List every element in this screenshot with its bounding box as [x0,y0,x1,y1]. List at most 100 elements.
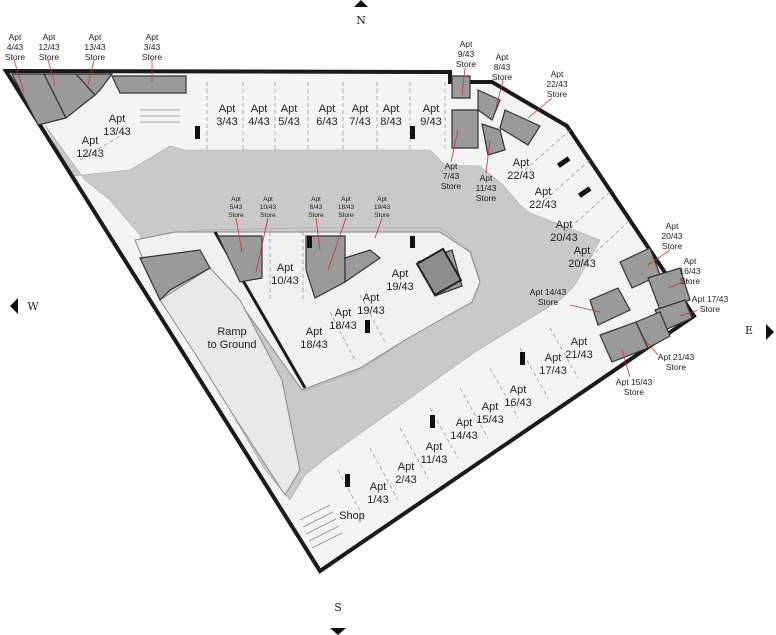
store-mid-0-line: Store [441,181,462,191]
store-east-2-line: Store [700,304,721,314]
apt-top-5-line: Apt [383,103,400,115]
store-ne-2-line: Store [547,89,568,99]
compass-north: N [356,14,366,27]
columns [195,126,592,487]
store-top-2-line: 13/43 [84,42,106,52]
store-ne-0-line: 9/43 [458,49,475,59]
apt-south-3-line: Apt [482,401,499,413]
store-ne-0-line: Apt [460,39,473,49]
store-top-1-line: Store [39,52,60,62]
apt-south-3-line: 15/43 [476,414,504,426]
apt-ne-3-line: Apt [574,245,591,257]
compass-east: E [745,324,753,337]
store-island-0-line: Apt [231,196,241,203]
store-apt-3 [111,75,187,94]
store-east-3-line: Store [538,297,559,307]
compass-west: W [27,300,39,313]
apt-top-1-line: 4/43 [248,116,269,128]
store-apt-9 [451,75,471,99]
apt-south-1-line: 17/43 [539,365,567,377]
apt-south-4-line: 14/43 [450,430,478,442]
store-mid-0-line: Apt [445,161,458,171]
apt-island-2-line: Apt [363,292,380,304]
apt-top-6-line: 9/43 [420,116,441,128]
apt-ne-3-line: 20/43 [568,258,596,270]
store-top-3-line: Apt [146,32,159,42]
store-mid-1-line: Store [476,193,497,203]
store-apt-18 [344,249,382,284]
ramp-label-line: to Ground [208,339,257,351]
store-top-3-line: 3/43 [144,42,161,52]
store-mid-0-line: 7/43 [443,171,460,181]
building-outline [2,68,697,574]
leader-lines [13,59,699,378]
store-apt-22 [499,109,541,146]
store-top-1-line: Apt [43,32,56,42]
store-east-0-line: 20/43 [661,231,683,241]
apt-nw-1-line: 12/43 [76,148,104,160]
apt-top-3-line: Apt [319,103,336,115]
store-top-2-line: Store [85,52,106,62]
store-apt-6 [305,235,346,299]
south-arrow-icon [330,628,346,635]
store-island-1-line: Apt [263,196,273,203]
apt-top-0-line: 3/43 [216,116,237,128]
north-arrow-icon [354,0,368,7]
apt-nw-1-line: Apt [82,135,99,147]
apt-south-7-line: 1/43 [367,494,388,506]
apt-south-5-line: Apt [426,441,443,453]
apt-south-2-line: Apt [510,384,527,396]
store-mid-1-line: Apt [480,173,493,183]
store-island-2-line: 6/43 [310,204,323,211]
store-east-3-line: Apt 14/43 [530,287,567,297]
store-apt-8 [477,89,501,121]
store-ne-1-line: Store [492,72,513,82]
store-east-1-line: Apt [684,256,697,266]
store-apt-16 [647,267,691,311]
apt-ne-2-line: 20/43 [550,232,578,244]
apt-south-6-line: Apt [398,461,415,473]
store-island-1-line: Store [260,212,276,219]
store-top-0-line: 4/43 [7,42,24,52]
apt-ne-0-line: 22/43 [507,170,535,182]
store-top-2-line: Apt [89,32,102,42]
apt-south-1-line: Apt [545,352,562,364]
store-ne-1-line: Apt [496,52,509,62]
apt-south-7-line: Apt [370,481,387,493]
store-island-4-line: 19/43 [374,204,391,211]
store-east-0-line: Apt [666,221,679,231]
store-east-5-line: Store [624,387,645,397]
apt-top-2-line: Apt [281,103,298,115]
store-island-3-line: 18/43 [338,204,355,211]
store-ne-0-line: Store [456,59,477,69]
store-apt-14 [589,287,631,326]
compass-south: S [334,601,342,614]
apt-south-0-line: 21/43 [565,349,593,361]
store-east-4-line: Store [666,362,687,372]
